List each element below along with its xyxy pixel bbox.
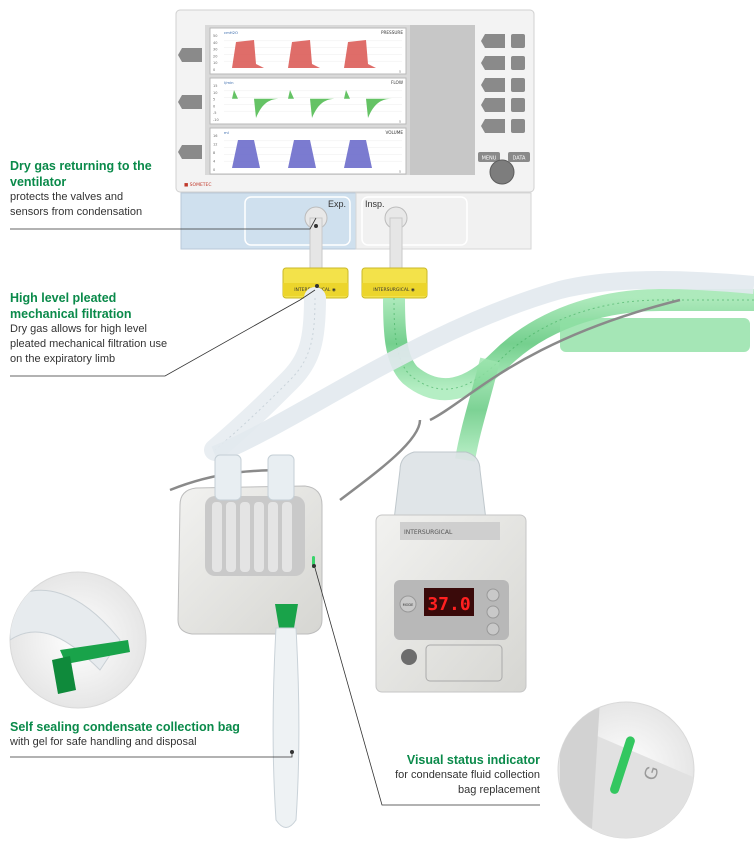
graph-ytick: 10	[213, 61, 217, 65]
data-button-label: DATA	[513, 156, 526, 162]
control-knob[interactable]	[489, 159, 515, 185]
graph-ytick: 20	[213, 54, 217, 58]
graph-ytick: 10	[213, 91, 217, 95]
graph-x-unit: s	[399, 120, 401, 124]
insp-port-label: Insp.	[365, 199, 385, 209]
insp-filter-label: INTERSURGICAL ◉	[373, 287, 415, 293]
graph-x-unit: s	[399, 70, 401, 74]
graph-x-unit: s	[399, 170, 401, 174]
temperature-display: 37.0	[427, 594, 470, 615]
power-button[interactable]	[401, 649, 417, 665]
collection-bag-detail-circle	[9, 571, 147, 709]
waveform-breath	[288, 40, 320, 68]
graph-unit-flow: l/min	[224, 80, 234, 85]
callout-dry-gas: Dry gas returning to the ventilator prot…	[10, 158, 160, 220]
graph-ytick: 40	[213, 41, 217, 45]
graph-ytick: 0	[213, 168, 215, 172]
graph-ytick: 4	[213, 160, 216, 164]
callout-collection-bag-title: Self sealing condensate collection bag	[10, 720, 240, 734]
graph-ytick: 30	[213, 48, 217, 52]
exp-port-label: Exp.	[328, 199, 346, 209]
inspiratory-filter: INTERSURGICAL ◉	[361, 267, 428, 299]
graph-ytick: 12	[213, 143, 217, 147]
callout-filtration-desc: Dry gas allows for high level pleated me…	[10, 323, 168, 365]
down-button[interactable]	[486, 605, 500, 619]
callout-filtration-title: High level pleated mechanical filtration	[10, 291, 132, 321]
svg-text:G: G	[640, 763, 663, 783]
graph-ytick: -10	[213, 118, 219, 122]
data-button[interactable]	[508, 152, 530, 162]
status-indicator-closeup	[610, 736, 635, 794]
graph-label-flow: FLOW	[391, 80, 403, 85]
waveform-breath	[344, 140, 372, 168]
humidifier-unit: INTERSURGICAL 37.0 MODE	[375, 451, 527, 693]
condensate-collection-bag	[272, 627, 300, 828]
graph-unit-pressure: cmH2O	[224, 30, 238, 35]
status-indicator-detail-circle: G	[557, 701, 695, 839]
mute-button[interactable]	[486, 622, 500, 636]
monitor-right-buttons[interactable]	[481, 34, 525, 133]
condensate-trap	[177, 454, 323, 635]
graph-ytick: 15	[213, 84, 217, 88]
callout-collection-bag-desc: with gel for safe handling and disposal	[10, 736, 197, 748]
graph-ytick: -5	[213, 111, 217, 115]
callout-dry-gas-desc: protects the valves and sensors from con…	[10, 191, 143, 218]
menu-button-label: MENU	[482, 156, 497, 162]
waveform-breath	[288, 140, 316, 168]
mode-button[interactable]	[399, 595, 417, 613]
graph-ytick: 50	[213, 34, 217, 38]
y-piece-connector	[560, 318, 750, 352]
graph-ytick: 16	[213, 134, 217, 138]
monitor-brand: ■ SOMETEC	[184, 182, 212, 188]
graph-unit-volume: ml	[224, 130, 229, 135]
humidifier-brand: INTERSURGICAL	[404, 529, 453, 536]
graph-ytick: 0	[213, 104, 215, 108]
waveform-breath	[232, 40, 264, 68]
waveform-breath	[232, 140, 260, 168]
graph-ytick: 8	[213, 151, 215, 155]
ventilator-monitor: MENU DATA ■ SOMETEC PRESSUREcmH2O5040302…	[175, 9, 535, 193]
waveform-breath	[344, 90, 392, 118]
mode-button-label: MODE	[403, 603, 414, 607]
waveform-breath	[344, 40, 376, 68]
breathing-circuit-tubes	[169, 271, 754, 501]
callout-filtration: High level pleated mechanical filtration…	[10, 290, 170, 367]
graph-label-pressure: PRESSURE	[381, 30, 403, 35]
waveform-breath	[288, 90, 336, 118]
graph-ytick: 5	[213, 98, 215, 102]
waveform-breath	[232, 90, 280, 118]
menu-button[interactable]	[478, 152, 500, 162]
graph-ytick: 0	[213, 68, 215, 72]
callout-status-indicator: Visual status indicator for condensate f…	[388, 752, 540, 798]
callout-dry-gas-title: Dry gas returning to the ventilator	[10, 159, 152, 189]
callout-status-indicator-desc: for condensate fluid collection bag repl…	[395, 769, 540, 796]
graph-label-volume: VOLUME	[385, 130, 403, 135]
exp-insp-panel: Exp. Insp.	[180, 192, 532, 269]
monitor-left-buttons[interactable]	[178, 48, 202, 159]
callout-status-indicator-title: Visual status indicator	[406, 753, 540, 767]
callout-collection-bag: Self sealing condensate collection bag w…	[10, 719, 270, 750]
up-button[interactable]	[486, 588, 500, 602]
